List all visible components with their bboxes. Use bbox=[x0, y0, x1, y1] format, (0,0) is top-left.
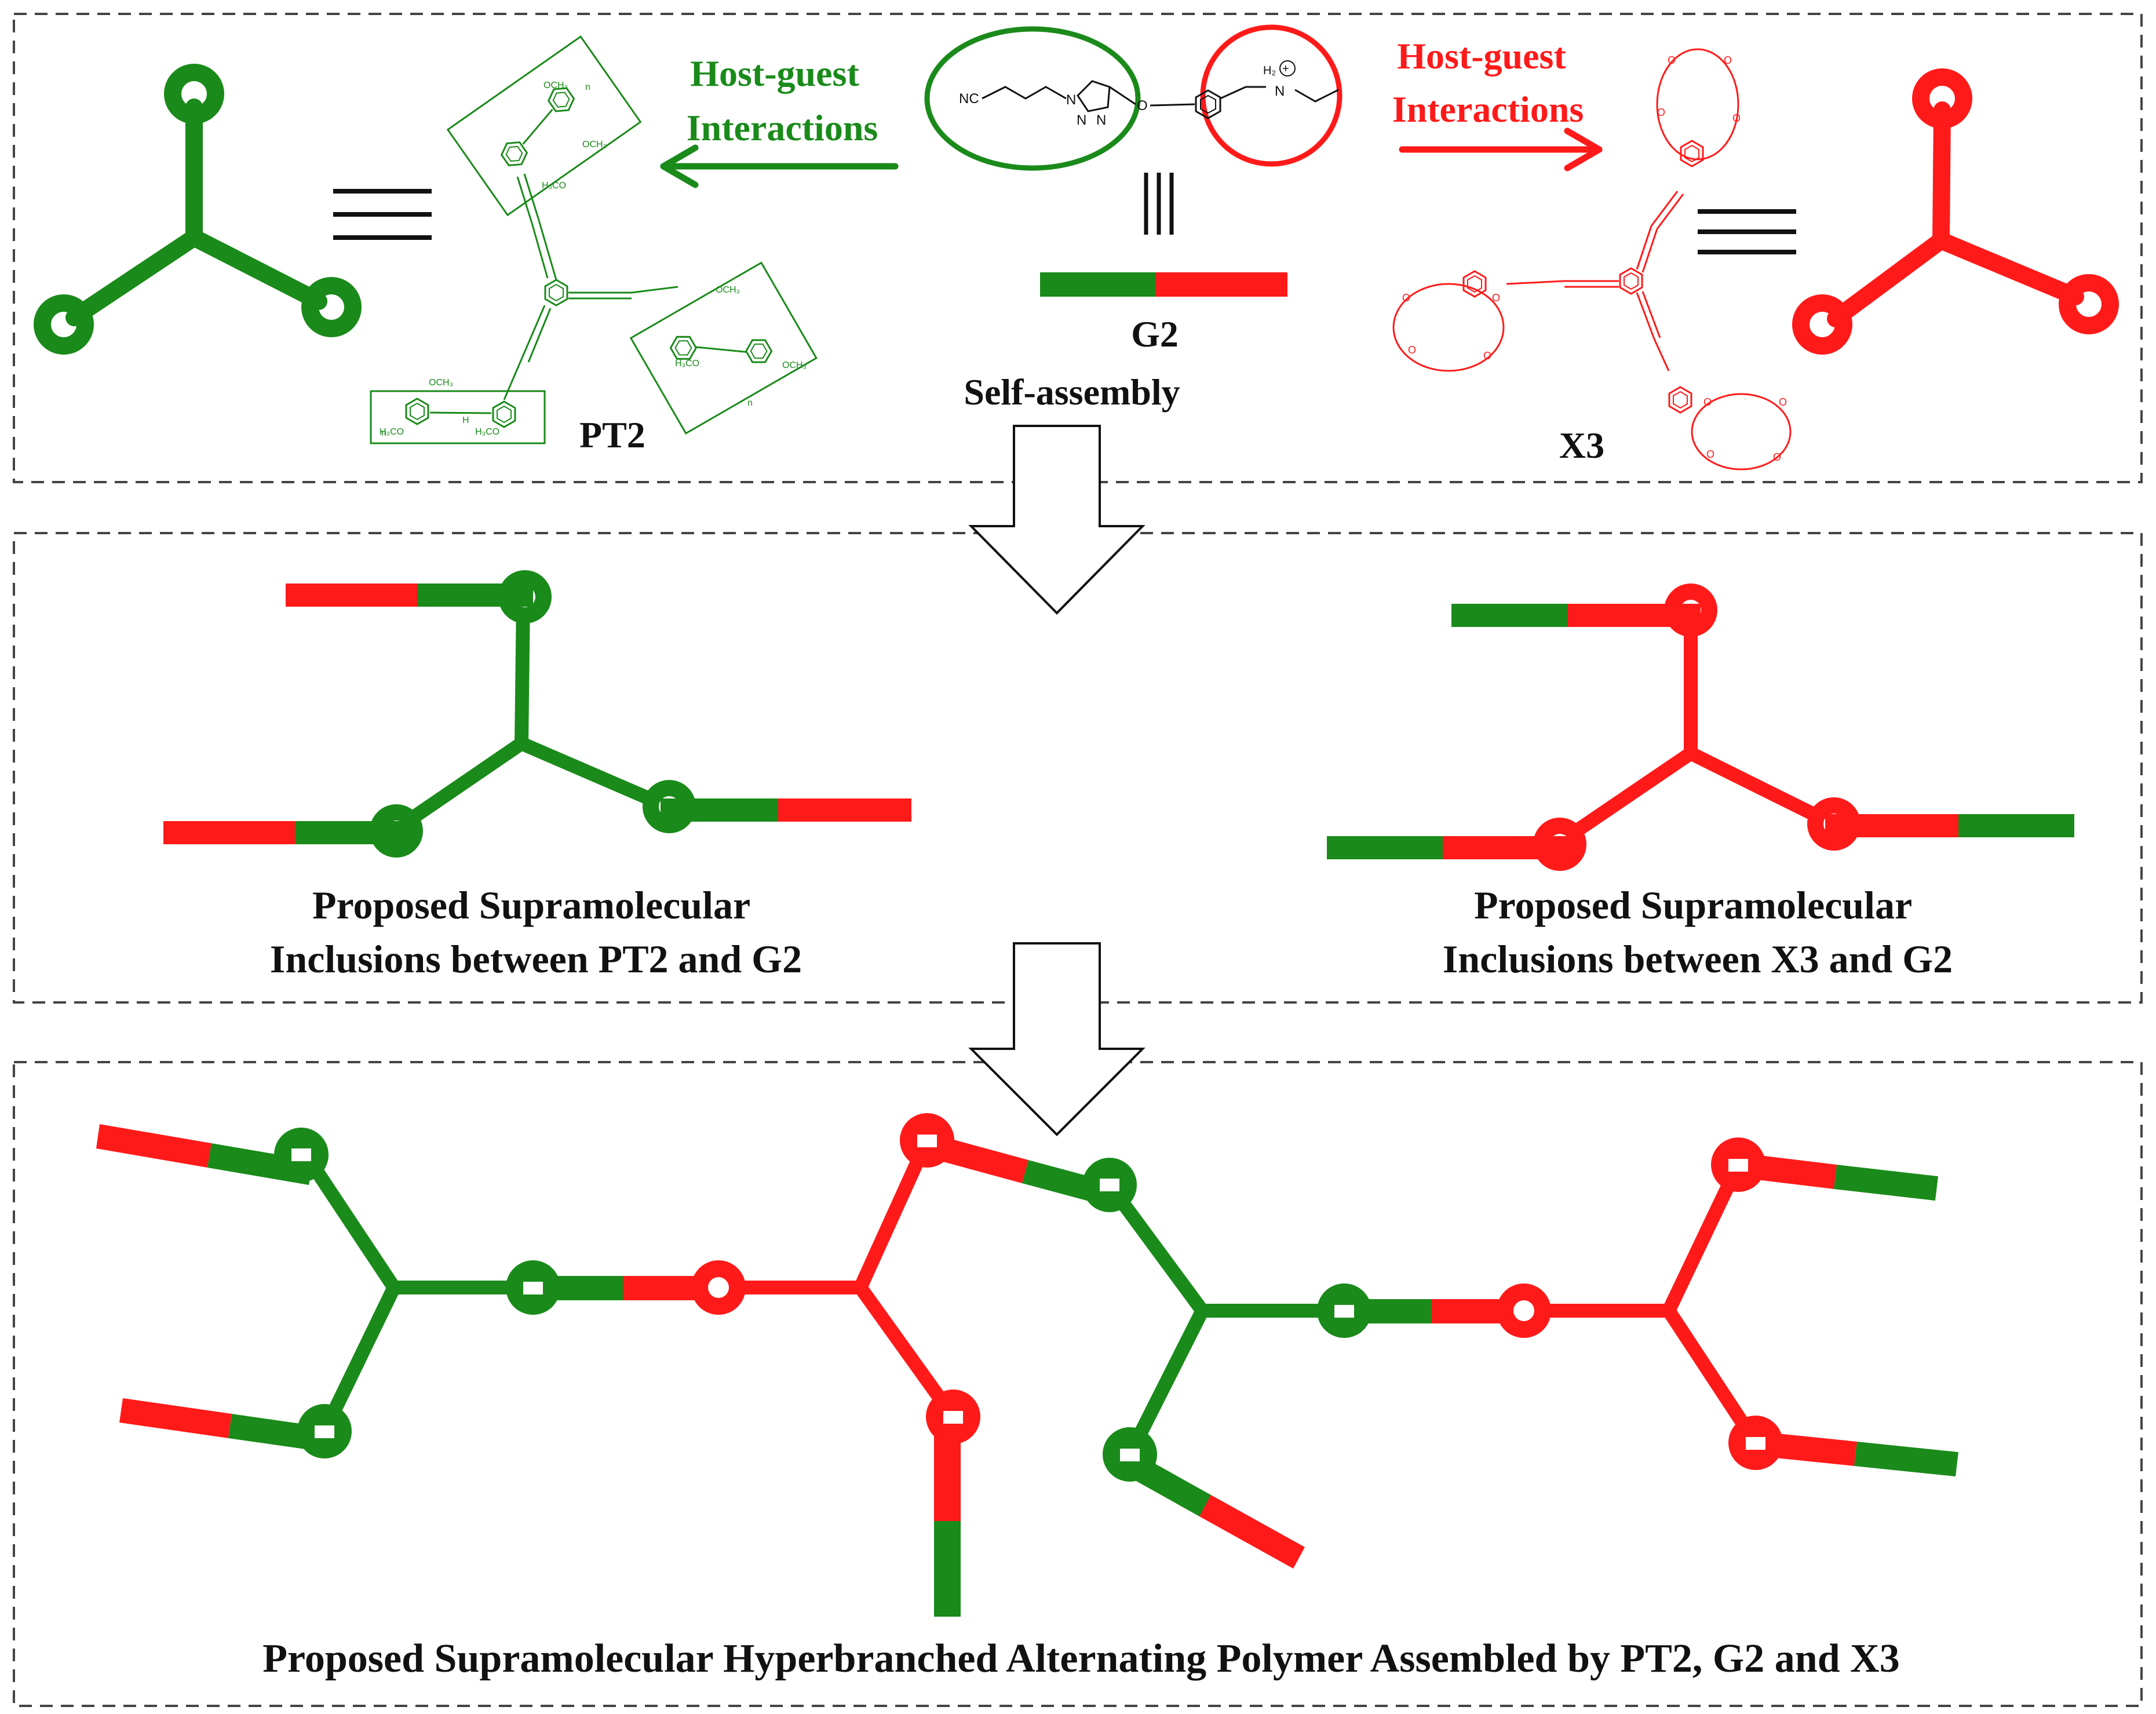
middle-right-caption-line-1: Proposed Supramolecular bbox=[1474, 883, 1911, 927]
pt2-substituent-labels: OCH₃ H₃CO OCH₃ OCH₃ H₃CO OCH₃ OCH₃ H₃CO … bbox=[380, 81, 807, 438]
x3-o-7: O bbox=[1408, 344, 1416, 356]
guest-bars bbox=[96, 1124, 1958, 1617]
left-interaction-arrow bbox=[660, 144, 899, 188]
x3-o-2: O bbox=[1724, 54, 1732, 66]
guest-left-green bbox=[1327, 836, 1443, 859]
equivalence-right bbox=[1698, 209, 1796, 254]
host-rings bbox=[274, 1113, 1783, 1482]
guest-top-red bbox=[286, 584, 417, 607]
g2-charge-circle bbox=[1279, 60, 1296, 76]
x3-o-11: O bbox=[1706, 448, 1714, 460]
middle-right-caption-line-2: Inclusions between X3 and G2 bbox=[1443, 937, 1953, 981]
left-interaction-line-1: Host-guest bbox=[690, 53, 859, 94]
bottom-caption: Proposed Supramolecular Hyperbranched Al… bbox=[262, 1636, 1899, 1681]
pt2-n-2: n bbox=[747, 398, 753, 408]
pt2-ome-5: OCH₃ bbox=[429, 378, 453, 388]
pt2-ome-3: OCH₃ bbox=[716, 285, 740, 295]
pt2-g2-inclusion bbox=[163, 570, 911, 858]
x3-structure bbox=[1392, 48, 1792, 471]
x3-o-12: O bbox=[1773, 451, 1781, 463]
g2-atom-nh: N bbox=[1275, 83, 1285, 99]
right-interaction-line-2: Interactions bbox=[1392, 89, 1584, 130]
hyperbranched-polymer bbox=[96, 1113, 1958, 1617]
middle-left-caption-line-1: Proposed Supramolecular bbox=[312, 883, 750, 927]
g2-atom-n1: N bbox=[1066, 92, 1076, 108]
g2-atom-n2: N bbox=[1077, 112, 1086, 128]
bottom-panel-frame bbox=[13, 1061, 2143, 1707]
pt2-n-1: n bbox=[585, 82, 590, 92]
pt2-meo-4: H₃CO bbox=[475, 427, 499, 437]
pt2-structure bbox=[370, 35, 818, 444]
g2-atom-h2: H₂ bbox=[1263, 64, 1276, 77]
x3-o-9: O bbox=[1703, 396, 1712, 408]
g2-atom-o: O bbox=[1137, 98, 1148, 114]
guest-left-red bbox=[1443, 836, 1571, 859]
right-interaction-arrow bbox=[1399, 127, 1603, 172]
self-assembly-label: Self-assembly bbox=[964, 371, 1180, 413]
guest-right-green bbox=[661, 798, 778, 822]
right-interaction-line-1: Host-guest bbox=[1397, 35, 1566, 76]
g2-atom-labels: NC N N N O N H₂ + bbox=[959, 63, 1289, 128]
right-interaction-label: Host-guest Interactions bbox=[1392, 35, 1584, 130]
left-interaction-label: Host-guest Interactions bbox=[687, 53, 878, 148]
middle-right-caption: Proposed Supramolecular Inclusions betwe… bbox=[1443, 883, 1953, 981]
x3-o-3: O bbox=[1657, 107, 1665, 118]
x3-o-8: O bbox=[1483, 350, 1491, 362]
middle-left-caption-line-2: Inclusions between PT2 and G2 bbox=[270, 937, 802, 981]
pt2-ome-1: OCH₃ bbox=[543, 81, 568, 90]
pt2-meo-1: H₃CO bbox=[542, 181, 566, 191]
x3-o-4: O bbox=[1732, 112, 1741, 124]
g2-green-segment bbox=[1040, 272, 1156, 297]
equivalence-left bbox=[333, 189, 432, 240]
pt2-ome-4: OCH₃ bbox=[782, 360, 807, 370]
g2-red-segment bbox=[1156, 272, 1287, 297]
g2-red-circle bbox=[1200, 24, 1343, 167]
equivalence-g2 bbox=[1144, 173, 1174, 235]
x3-g2-inclusion bbox=[1327, 584, 2074, 871]
x3-o-10: O bbox=[1779, 396, 1787, 408]
x3-oxygen-labels: O O O O O O O O O O O O bbox=[1402, 54, 1787, 463]
x3-label: X3 bbox=[1559, 425, 1604, 466]
g2-atom-n3: N bbox=[1096, 112, 1106, 128]
self-assembly-arrow-2 bbox=[968, 942, 1146, 1136]
guest-left-red bbox=[163, 821, 295, 844]
middle-left-caption: Proposed Supramolecular Inclusions betwe… bbox=[270, 883, 802, 981]
guest-top-green bbox=[1451, 604, 1567, 627]
pt2-ome-2: OCH₃ bbox=[582, 140, 607, 149]
self-assembly-arrow-1 bbox=[968, 425, 1146, 615]
guest-top-green bbox=[417, 584, 533, 607]
pt2-symbol bbox=[34, 64, 362, 355]
pt2-label: PT2 bbox=[579, 414, 645, 455]
guest-right-red bbox=[1825, 814, 1958, 837]
guest-right-green bbox=[1958, 814, 2074, 837]
g2-atom-nc: NC bbox=[959, 91, 979, 107]
x3-o-1: O bbox=[1668, 54, 1676, 66]
g2-structure bbox=[924, 24, 1343, 171]
x3-o-5: O bbox=[1402, 292, 1410, 304]
left-interaction-line-2: Interactions bbox=[687, 107, 878, 148]
g2-green-ellipse bbox=[924, 26, 1141, 171]
pt2-meo-2: H₃CO bbox=[675, 359, 699, 369]
x3-symbol bbox=[1792, 68, 2119, 355]
guest-right-red bbox=[778, 798, 911, 822]
g2-symbol bbox=[1040, 272, 1287, 297]
x3-o-6: O bbox=[1492, 292, 1500, 304]
g2-label: G2 bbox=[1131, 313, 1179, 355]
guest-left-green bbox=[295, 821, 411, 844]
guest-top-red bbox=[1567, 604, 1701, 627]
pt2-n-3: n bbox=[381, 428, 386, 438]
g2-atom-plus: + bbox=[1282, 63, 1289, 75]
pt2-meo-3: H₃CO bbox=[380, 427, 404, 437]
pt2-h-1: H bbox=[462, 415, 469, 425]
